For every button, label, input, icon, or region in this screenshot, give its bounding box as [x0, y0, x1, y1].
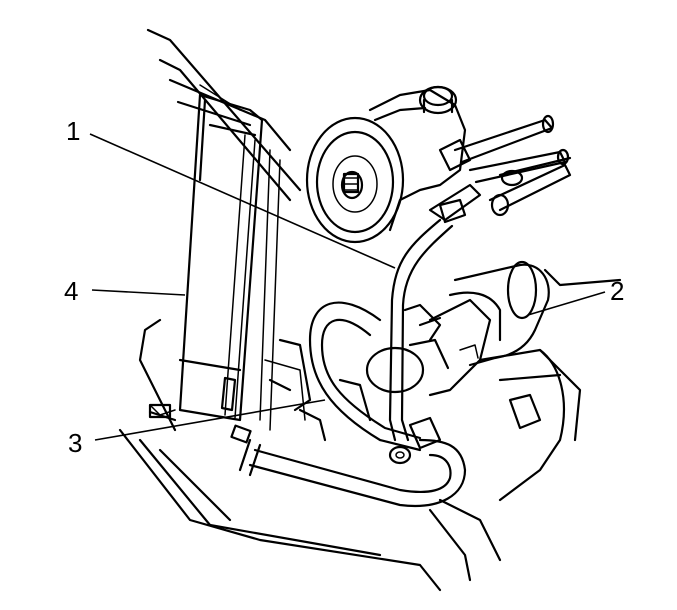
leader-lines	[89, 133, 606, 441]
callout-labels: 1 2 3 4	[64, 116, 624, 458]
leader-2	[527, 291, 606, 316]
component-2-steering-gear	[365, 260, 622, 397]
power-steering-pump-reservoir	[368, 85, 472, 232]
component-3-return-hose	[230, 301, 467, 508]
callout-4: 4	[64, 276, 78, 306]
callout-1: 1	[66, 116, 80, 146]
chassis-details	[264, 338, 582, 582]
hose-fittings	[428, 114, 572, 224]
hose-clamp-bracket	[388, 416, 442, 465]
leader-3	[94, 399, 326, 441]
callout-3: 3	[68, 428, 82, 458]
component-4-panel	[178, 93, 281, 431]
leader-1	[89, 133, 396, 269]
radiator-support-frame	[118, 28, 442, 592]
callout-2: 2	[610, 276, 624, 306]
component-1-pressure-hose	[388, 218, 454, 442]
leader-4	[91, 289, 186, 296]
pump-pulley	[305, 116, 405, 244]
